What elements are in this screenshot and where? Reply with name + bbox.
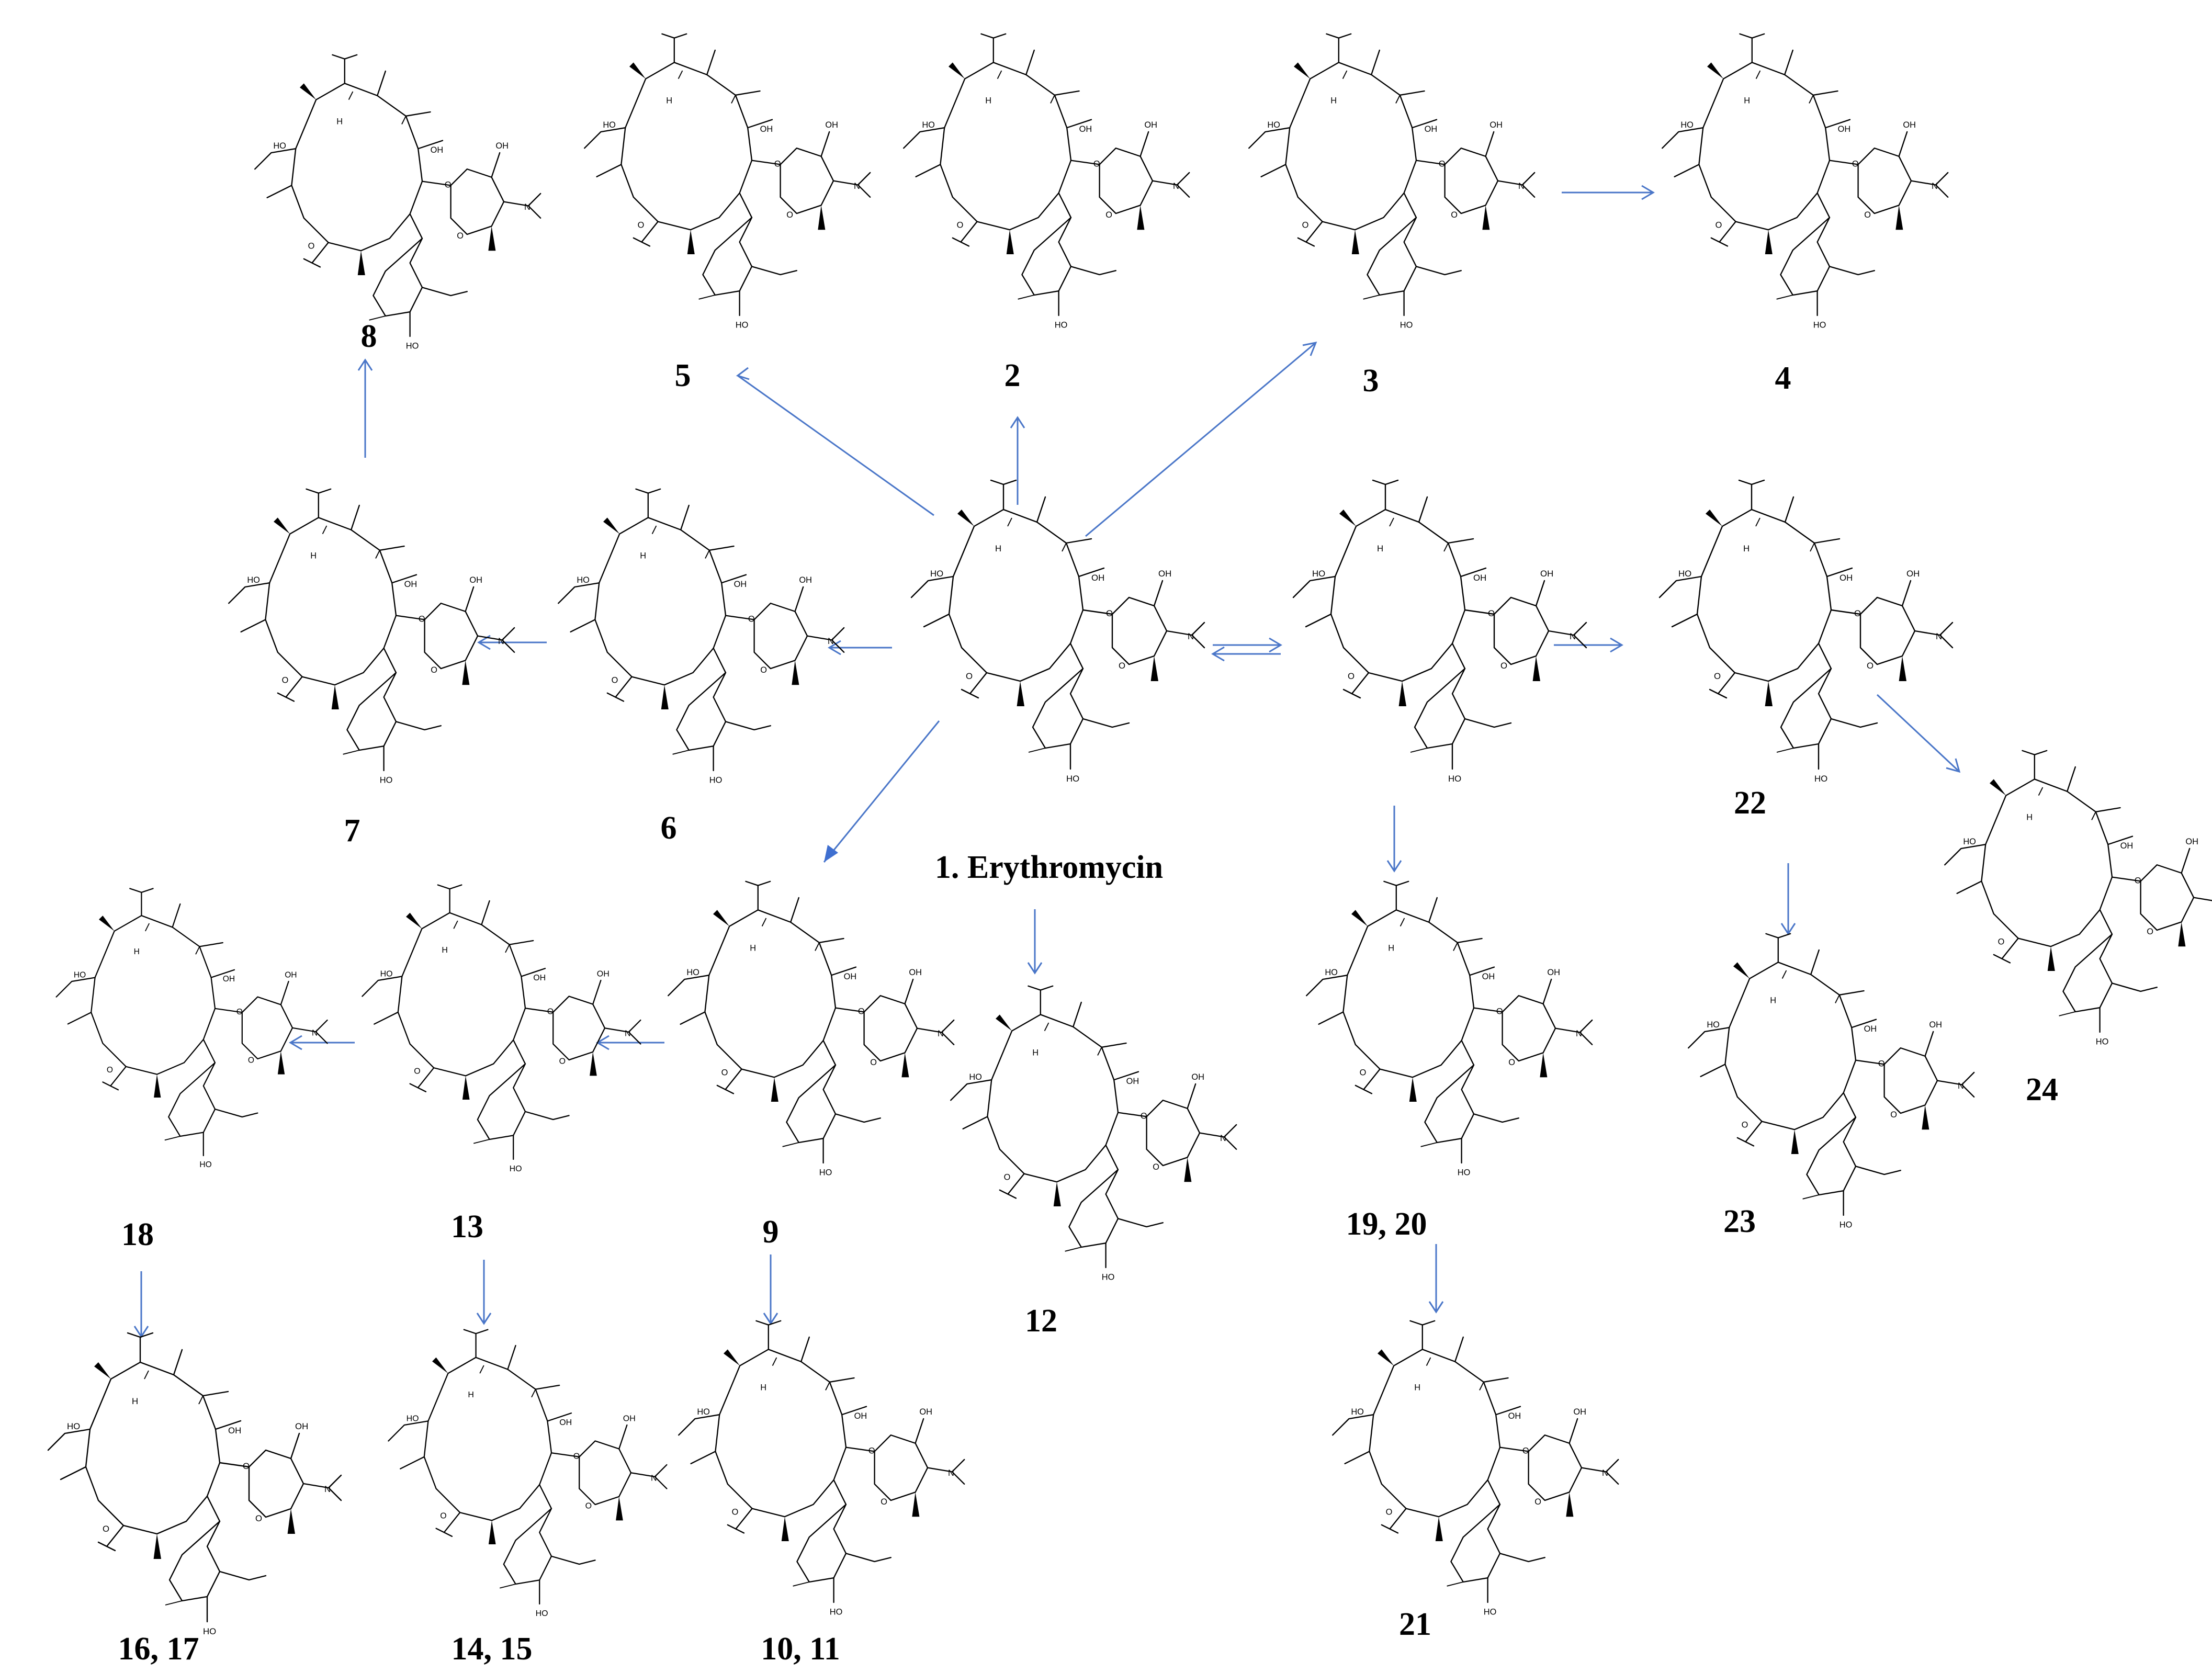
label-1: 1. Erythromycin bbox=[935, 850, 1163, 885]
label-24: 24 bbox=[2026, 1072, 2058, 1107]
label-16-17: 18 bbox=[121, 1217, 154, 1252]
label-4: 4 bbox=[1775, 360, 1791, 396]
structure-9 bbox=[668, 880, 955, 1178]
label-7: 7 bbox=[344, 813, 360, 849]
structure-4 bbox=[1662, 33, 1949, 331]
arrows bbox=[133, 185, 1961, 1338]
label-5: 5 bbox=[675, 358, 691, 393]
structure-8 bbox=[254, 54, 541, 352]
structure-19b bbox=[1306, 880, 1593, 1178]
structure-24 bbox=[1944, 750, 2212, 1047]
structure-13 bbox=[362, 884, 641, 1174]
structure-12 bbox=[950, 985, 1237, 1283]
structure-16 bbox=[55, 888, 328, 1170]
arrow-1-to-3 bbox=[1085, 342, 1316, 537]
label-8: 8 bbox=[361, 319, 377, 354]
label-2: 2 bbox=[1005, 358, 1021, 393]
label-6: 6 bbox=[661, 810, 677, 846]
structure-14 bbox=[388, 1329, 668, 1619]
structure-23 bbox=[1688, 933, 1975, 1230]
label-10-11: 10, 11 bbox=[761, 1631, 840, 1667]
label-13: 13 bbox=[451, 1209, 483, 1245]
label-21: 21 bbox=[1399, 1607, 1431, 1642]
structure-2 bbox=[903, 33, 1190, 331]
arrow-22-to-24 bbox=[1876, 694, 1960, 773]
structure-19 bbox=[1292, 479, 1587, 785]
structure-6 bbox=[558, 488, 845, 786]
structure-1 bbox=[910, 479, 1205, 785]
compound-labels: 8 5 2 3 4 7 6 1. Erythromycin 22 24 18 1… bbox=[118, 319, 2059, 1667]
structure-7 bbox=[228, 488, 515, 786]
label-14-15: 14, 15 bbox=[452, 1631, 533, 1667]
structure-18 bbox=[47, 1332, 342, 1637]
arrow-1-to-5 bbox=[737, 375, 934, 516]
structure-3 bbox=[1248, 33, 1536, 331]
label-9: 9 bbox=[763, 1214, 779, 1250]
structure-10 bbox=[678, 1320, 965, 1618]
label-18: 16, 17 bbox=[118, 1631, 199, 1667]
arrow-1-to-9 bbox=[823, 720, 940, 863]
label-3: 3 bbox=[1363, 363, 1379, 399]
structure-5 bbox=[584, 33, 871, 331]
structure-22 bbox=[1658, 479, 1954, 785]
label-22: 22 bbox=[1734, 785, 1766, 821]
label-23: 23 bbox=[1723, 1204, 1756, 1239]
structure-21 bbox=[1332, 1320, 1619, 1618]
label-19-20: 19, 20 bbox=[1346, 1206, 1427, 1242]
label-12: 12 bbox=[1025, 1303, 1057, 1339]
